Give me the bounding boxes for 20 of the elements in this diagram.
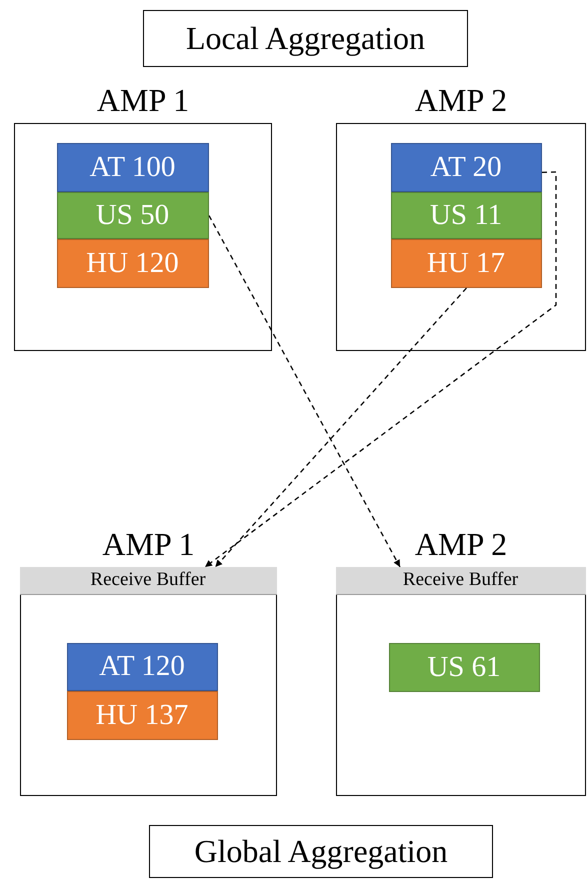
- value-cell: AT 100: [56, 142, 208, 192]
- panel-heading: AMP 1: [101, 524, 196, 564]
- dashed-arrow: [214, 288, 467, 568]
- value-cell: US 11: [390, 192, 542, 238]
- title-box: Local Aggregation: [143, 10, 468, 67]
- title-box: Global Aggregation: [149, 825, 493, 878]
- buffer-bar: Receive Buffer: [336, 566, 586, 594]
- value-cell: HU 17: [390, 238, 542, 288]
- value-cell: HU 120: [56, 238, 208, 288]
- value-cell: US 61: [388, 642, 540, 692]
- dashed-arrow: [208, 215, 401, 568]
- value-cell: US 50: [56, 192, 208, 238]
- panel-heading: AMP 2: [414, 80, 508, 120]
- dashed-arrow: [204, 171, 557, 568]
- value-cell: HU 137: [66, 690, 218, 740]
- panel-heading: AMP 2: [414, 524, 508, 564]
- buffer-bar: Receive Buffer: [20, 566, 276, 594]
- value-cell: AT 20: [390, 142, 542, 192]
- panel-heading: AMP 1: [96, 80, 190, 120]
- value-cell: AT 120: [66, 642, 218, 690]
